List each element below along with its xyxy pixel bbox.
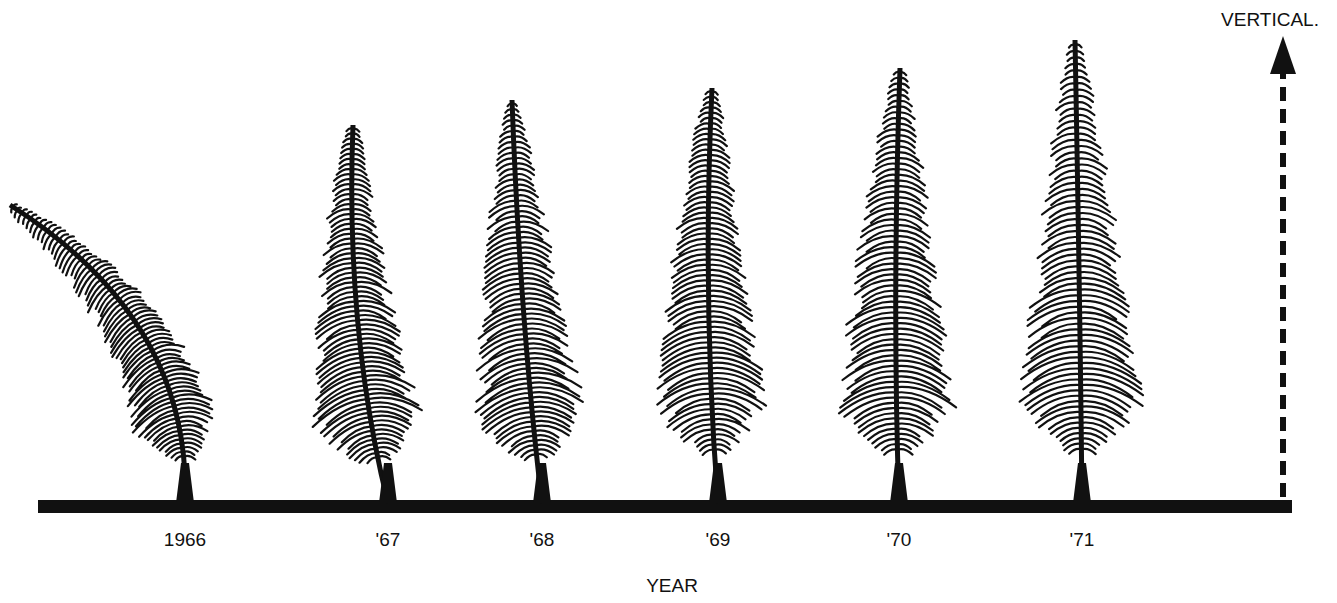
tree-branches [313, 128, 422, 463]
trunk-base [890, 463, 908, 503]
axis-label: VERTICAL. [1221, 10, 1319, 29]
year-label: '67 [376, 530, 401, 549]
year-label: '71 [1070, 530, 1095, 549]
year-label: '68 [530, 530, 555, 549]
trunk-base [533, 463, 551, 503]
trunk-base [176, 463, 194, 503]
axis-title: YEAR [646, 576, 698, 595]
year-label: '69 [706, 530, 731, 549]
tree-branches [1020, 45, 1143, 455]
trunk-base [379, 463, 397, 503]
trunk-base [1073, 463, 1091, 503]
ground-line [38, 500, 1292, 513]
trunk-base [709, 463, 727, 503]
tree-trunk [10, 205, 185, 503]
year-label: 1966 [164, 530, 206, 549]
vertical-arrowhead [1270, 36, 1296, 74]
year-label: '70 [887, 530, 912, 549]
tree-branches [476, 104, 583, 460]
tree-branches [839, 72, 956, 455]
vertical-dashed-line [1280, 70, 1286, 497]
tree-branches [657, 91, 766, 454]
tree-group [10, 40, 1143, 503]
tree-branches [11, 204, 212, 460]
